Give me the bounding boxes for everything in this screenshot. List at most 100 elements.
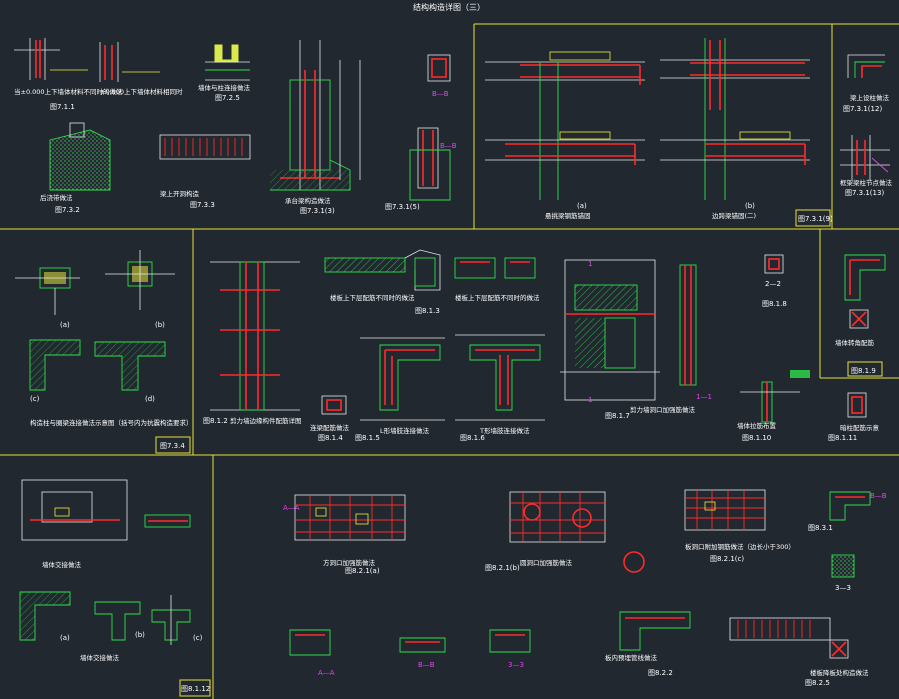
detail-8-2-2-section-a: A—A: [318, 669, 335, 677]
detail-8-1-9-note: 墙体转角配筋: [835, 338, 875, 347]
detail-7-3-3-note: 梁上开洞构造: [160, 189, 200, 198]
detail-8-1-7-mark-bottom: 1: [588, 396, 592, 404]
detail-8-2-1a-section: A—A: [283, 504, 300, 512]
detail-8-2-2-caption: 图8.2.2: [648, 669, 673, 677]
detail-8-2-1b-caption: 图8.2.1(b): [485, 564, 520, 572]
detail-8-2-1b: 圆洞口加强筋做法 图8.2.1(b): [485, 491, 645, 573]
detail-7-3-4-label-d: (d): [145, 395, 155, 403]
detail-7-3-2: 后浇带做法 图7.3.2: [40, 122, 111, 214]
detail-8-1-7-caption: 图8.1.7: [605, 412, 630, 420]
detail-7-3-1-3: 承台梁构造做法 图7.3.1(3): [270, 40, 361, 215]
detail-7-3-1-9-caption: 图7.3.1(9): [798, 215, 833, 223]
detail-8-2-5-note: 楼板降板处构造做法: [810, 668, 869, 677]
detail-8-1-4-note: 连梁配筋做法: [310, 423, 350, 432]
detail-7-2-5-caption: 图7.2.5: [215, 94, 240, 102]
detail-8-2-2-note: 板内预埋管线做法: [605, 653, 658, 662]
detail-8-2-2-section-b: B—B: [418, 661, 435, 669]
detail-7-2-5: 墙体与柱连接做法 图7.2.5: [198, 44, 251, 102]
detail-7-3-1-5: B—B 图7.3.1(5): [385, 127, 457, 211]
detail-7-3-4: (a) (b) (c) (d) 构造柱与圈梁连接做法示意图（括号内为抗震构造要求…: [15, 250, 193, 454]
detail-8-2-5: 楼板降板处构造做法 图8.2.5: [729, 617, 869, 687]
detail-8-1-2: 图8.1.2 剪力墙边缘构件配筋详图: [203, 261, 302, 425]
detail-8-2-1a-note: 方洞口加强筋做法: [323, 558, 376, 567]
detail-8-2-1c: 板洞口附加钢筋做法（边长小于300） 图8.2.1(c): [684, 489, 795, 563]
detail-7-2-5-note: 墙体与柱连接做法: [198, 83, 251, 92]
detail-8-1-8-caption: 图8.1.8: [762, 300, 787, 308]
detail-8-1-6-note: T形墙肢连接做法: [479, 426, 530, 435]
detail-8-1-2-note: 剪力墙边缘构件配筋详图: [230, 416, 302, 425]
detail-8-1-9: 墙体转角配筋 图8.1.9: [835, 254, 886, 377]
detail-8-2-1c-caption: 图8.2.1(c): [710, 555, 744, 563]
detail-8-1-6: 图8.1.6 T形墙肢连接做法: [455, 334, 545, 442]
detail-8-2-2: A—A B—B 3—3 图8.2.2 板内预埋管线做法: [289, 611, 691, 677]
detail-8-1-10-note: 墙体拉筋布置: [737, 421, 777, 430]
detail-8-1-7-section: 1—1: [696, 393, 712, 401]
detail-7-1-1: 当±0.000上下墙体材料不同时的做法 ±0.000上下墙体材料相同时 图7.1…: [14, 38, 183, 111]
detail-7-1-1-note1: 当±0.000上下墙体材料不同时的做法: [14, 87, 123, 96]
detail-8-1-12-label-b: (b): [135, 631, 145, 639]
detail-8-1-10: 墙体拉筋布置 图8.1.10: [737, 370, 810, 442]
detail-7-3-1-9-label-b: (b): [745, 202, 755, 210]
detail-7-3-4-caption: 图7.3.4: [160, 442, 185, 450]
detail-7-3-1-3-caption: 图7.3.1(3): [300, 207, 335, 215]
panel-frames: [0, 23, 899, 699]
detail-8-1-8: 2—2 图8.1.8: [762, 254, 787, 308]
detail-7-3-1-13-caption: 图7.3.1(13): [845, 189, 884, 197]
detail-7-3-3: 梁上开洞构造 图7.3.3: [159, 134, 251, 209]
detail-8-1-7: 1 1 1—1 图8.1.7 剪力墙洞口加强筋做法: [560, 259, 712, 420]
detail-7-3-1-9-label-a: (a): [577, 202, 587, 210]
detail-section-bb: B—B: [427, 54, 451, 98]
detail-8-1-12: 墙体交接做法 (a) (b) (c) 墙体交接做法 图8.1.12: [19, 479, 211, 697]
detail-7-1-1-note2: ±0.000上下墙体材料相同时: [100, 87, 183, 96]
detail-8-1-4-caption: 图8.1.4: [318, 434, 343, 442]
detail-7-3-3-caption: 图7.3.3: [190, 201, 215, 209]
detail-8-1-12-caption: 图8.1.12: [181, 685, 210, 693]
detail-8-2-1c-note: 板洞口附加钢筋做法（边长小于300）: [685, 542, 795, 551]
detail-8-1-10-caption: 图8.1.10: [742, 434, 771, 442]
detail-8-1-3: 楼板上下层配筋不同时的做法 图8.1.3: [324, 249, 441, 315]
detail-8-1-3-note: 楼板上下层配筋不同时的做法: [330, 293, 415, 302]
detail-8-1-7-mark-top: 1: [588, 260, 592, 268]
detail-8-1-5: 图8.1.5 L形墙肢连接做法: [355, 337, 445, 442]
detail-8-2-5-caption: 图8.2.5: [805, 679, 830, 687]
detail-8-1-4: 连梁配筋做法 图8.1.4: [310, 395, 350, 442]
detail-8-1-11: 暗柱配筋示意 图8.1.11: [828, 392, 880, 442]
detail-8-1-12-label-c: (c): [193, 634, 203, 642]
detail-7-3-1-9-note-a: 悬挑梁钢筋锚固: [545, 211, 591, 220]
detail-8-1-4-top-note: 楼板上下层配筋不同时的做法: [455, 293, 540, 302]
detail-8-1-7-note: 剪力墙洞口加强筋做法: [630, 405, 696, 414]
detail-8-1-11-note: 暗柱配筋示意: [840, 423, 880, 432]
detail-8-2-1b-note: 圆洞口加强筋做法: [520, 558, 573, 567]
sheet-title: 结构构造详图（三）: [413, 2, 485, 12]
detail-7-3-1-9-note-b: 边跨梁锚固(二): [712, 211, 756, 220]
detail-7-1-1-caption: 图7.1.1: [50, 103, 75, 111]
detail-8-1-12-label-a: (a): [60, 634, 70, 642]
detail-7-3-1-13-note: 框架梁柱节点做法: [840, 178, 893, 187]
detail-7-3-1-12: 梁上设柱做法 图7.3.1(12): [843, 54, 890, 113]
detail-8-3-1-section: B—B: [870, 492, 887, 500]
detail-7-3-2-caption: 图7.3.2: [55, 206, 80, 214]
detail-7-3-4-note: 构造柱与圈梁连接做法示意图（括号内为抗震构造要求）: [30, 418, 193, 427]
detail-7-3-4-label-c: (c): [30, 395, 40, 403]
detail-8-3-1-caption: 图8.3.1: [808, 524, 833, 532]
detail-7-3-4-label-a: (a): [60, 321, 70, 329]
detail-7-3-1-9: (a) (b) 悬挑梁钢筋锚固 边跨梁锚固(二) 图7.3.1(9): [485, 38, 833, 227]
detail-7-3-1-3-note: 承台梁构造做法: [285, 196, 331, 205]
detail-8-1-2-caption: 图8.1.2: [203, 417, 228, 425]
detail-7-3-1-12-note: 梁上设柱做法: [850, 93, 890, 102]
detail-7-3-1-5-caption: 图7.3.1(5): [385, 203, 420, 211]
detail-8-1-12-note: 墙体交接做法: [80, 653, 120, 662]
detail-7-3-1-12-caption: 图7.3.1(12): [843, 105, 882, 113]
detail-8-3-1: B—B 图8.3.1 3—3: [808, 491, 887, 592]
detail-8-1-5-caption: 图8.1.5: [355, 434, 380, 442]
detail-8-2-1a: A—A 方洞口加强筋做法 图8.2.1(a): [283, 494, 406, 575]
detail-8-3-1-section-c: 3—3: [835, 584, 851, 592]
detail-7-3-2-note: 后浇带做法: [40, 193, 73, 202]
detail-7-3-1-13: 框架梁柱节点做法 图7.3.1(13): [840, 135, 893, 197]
detail-8-1-4-top: 楼板上下层配筋不同时的做法: [454, 257, 540, 302]
detail-8-1-5-note: L形墙肢连接做法: [380, 426, 430, 435]
detail-8-1-6-caption: 图8.1.6: [460, 434, 485, 442]
detail-8-1-3-caption: 图8.1.3: [415, 307, 440, 315]
detail-8-1-9-caption: 图8.1.9: [851, 367, 876, 375]
